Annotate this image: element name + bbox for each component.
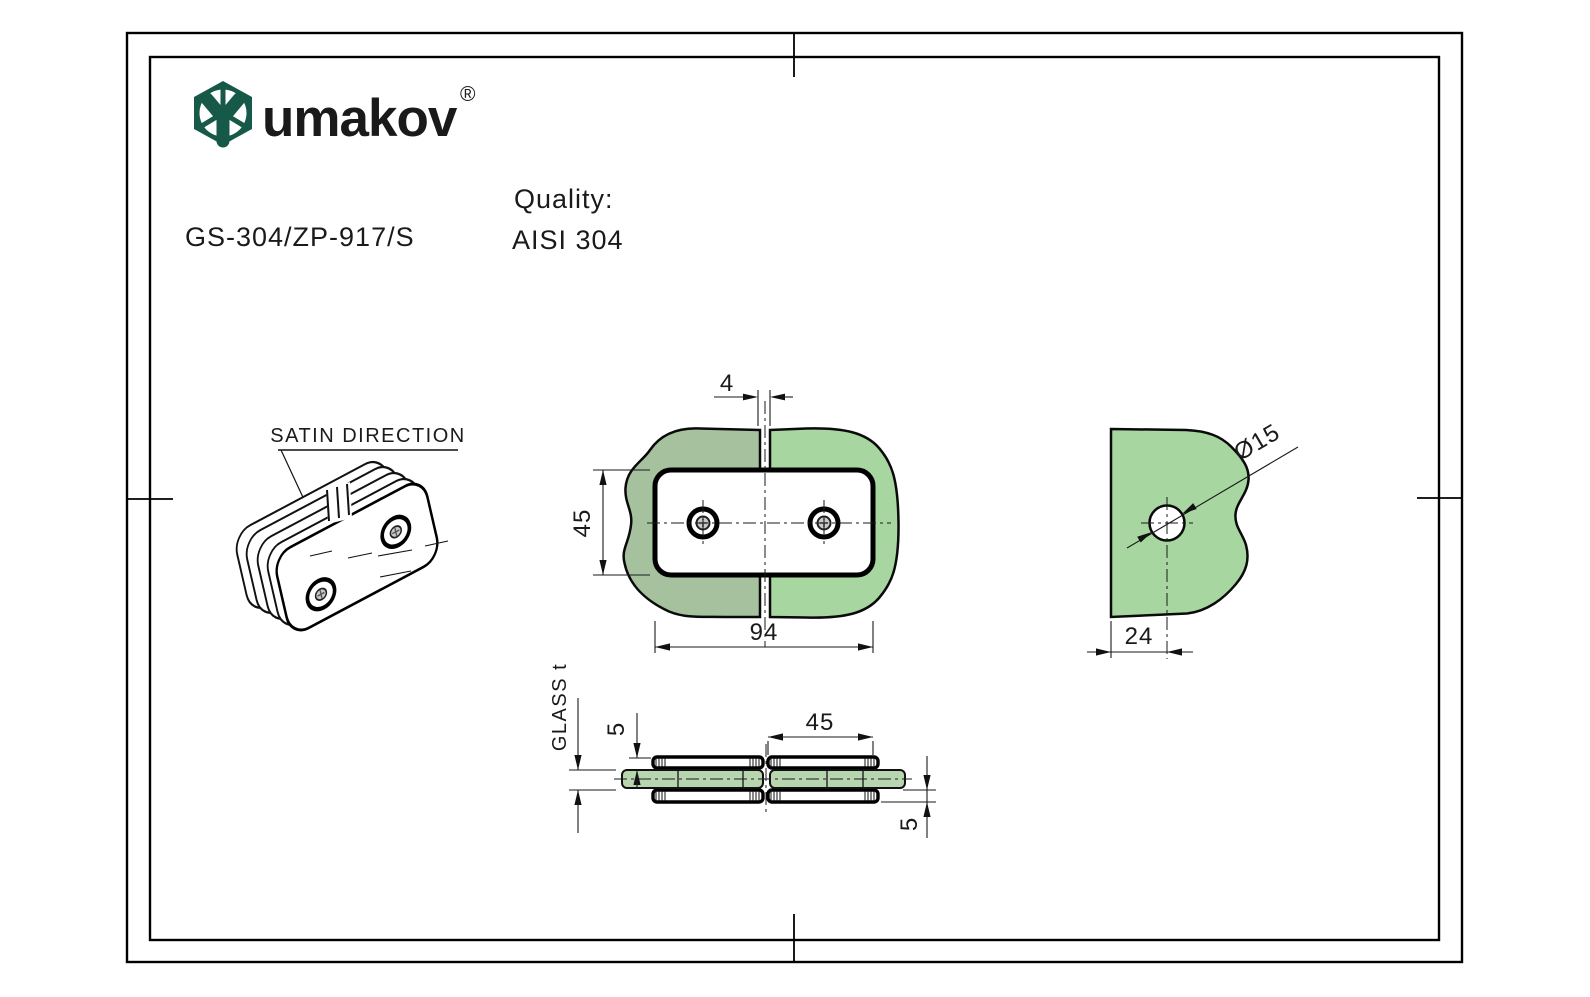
dim-half-width: 45 xyxy=(767,709,874,755)
logo-hexagon-icon xyxy=(194,81,252,148)
dim-edge-offset: 24 xyxy=(1087,621,1193,658)
plate-end-knurling xyxy=(655,758,875,801)
clamp-3d-body xyxy=(235,460,449,632)
dim-plate-bottom: 5 xyxy=(881,756,936,838)
front-view: 4 45 94 xyxy=(569,370,900,653)
screw-3d-right xyxy=(380,514,412,549)
satin-direction-label: SATIN DIRECTION xyxy=(270,425,465,447)
side-view: Ø15 24 xyxy=(1087,419,1299,659)
isometric-view: SATIN DIRECTION xyxy=(235,425,465,632)
dim-edge-offset-value: 24 xyxy=(1125,623,1154,650)
clamp-plate-bottom-left xyxy=(651,788,765,804)
dim-width: 94 xyxy=(654,619,874,653)
quality-value: AISI 304 xyxy=(512,225,624,255)
section-view: GLASS t 5 45 xyxy=(549,663,936,838)
glass-thickness-label: GLASS t xyxy=(549,663,571,751)
registered-mark-icon: ® xyxy=(460,83,476,106)
dim-glass-thickness: GLASS t xyxy=(549,663,616,833)
screw-3d-left xyxy=(305,577,337,612)
dim-half-width-value: 45 xyxy=(806,709,835,736)
satin-strokes xyxy=(309,540,449,578)
clamp-plate-top-left xyxy=(651,755,765,770)
dim-plate-top: 5 xyxy=(603,713,651,787)
dim-gap: 4 xyxy=(714,370,793,426)
quality-label: Quality: xyxy=(514,184,614,214)
umakov-logo: umakov ® xyxy=(194,81,476,148)
brand-text: umakov xyxy=(262,89,458,148)
dim-plate-bottom-value: 5 xyxy=(896,817,923,831)
part-number: GS-304/ZP-917/S xyxy=(185,222,415,252)
gap-notch xyxy=(326,482,352,524)
dim-plate-top-value: 5 xyxy=(603,722,630,736)
drawing-frame xyxy=(125,31,1464,964)
dim-height-value: 45 xyxy=(569,509,596,538)
dim-width-value: 94 xyxy=(750,619,779,646)
dim-gap-value: 4 xyxy=(720,370,734,397)
clamp-plate-top-right xyxy=(766,755,880,770)
dim-height: 45 xyxy=(569,469,650,576)
clamp-plate-bottom-right xyxy=(766,788,880,804)
